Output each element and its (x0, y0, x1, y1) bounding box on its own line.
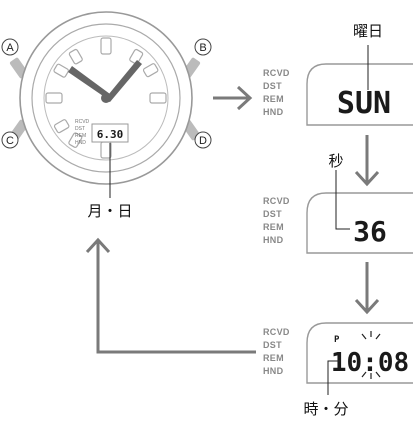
digital-window (91, 123, 129, 143)
button-label-c: C (1, 131, 19, 149)
weekday-callout-label: 曜日 (353, 22, 383, 40)
svg-text:REM: REM (263, 353, 284, 363)
svg-text:REM: REM (263, 94, 284, 104)
svg-text:HND: HND (75, 140, 86, 146)
pm-mark: P (334, 335, 340, 345)
button-label-a: A (1, 38, 19, 56)
svg-text:REM: REM (263, 222, 284, 232)
svg-text:DST: DST (75, 126, 85, 132)
svg-text:HND: HND (263, 107, 284, 117)
svg-text:RCVD: RCVD (263, 327, 290, 337)
date-callout-label: 月・日 (87, 202, 132, 220)
time-value: 10:08 (331, 348, 409, 378)
button-label-d: D (194, 131, 212, 149)
arrow-down-head-1 (354, 170, 380, 187)
digital-date-text: 6.30 (97, 128, 124, 141)
screen-time: RCVD DST REM HND P 10:08 時・分 (263, 322, 413, 418)
svg-text:D: D (199, 135, 207, 147)
hour-hand (68, 66, 110, 98)
hour-markers (45, 37, 167, 159)
svg-text:HND: HND (263, 366, 284, 376)
svg-text:REM: REM (75, 133, 86, 139)
arrow-right-head (236, 85, 253, 111)
watch-illustration: RCVD DST REM HND 6.30 A B C D 月・日 (1, 11, 212, 220)
svg-text:RCVD: RCVD (75, 119, 90, 125)
watch-hands (68, 60, 142, 103)
dial-indicators: RCVD DST REM HND (75, 119, 90, 146)
time-callout-label: 時・分 (303, 400, 348, 418)
screen-weekday-frame (306, 63, 413, 126)
svg-text:DST: DST (263, 81, 282, 91)
svg-text:C: C (6, 135, 14, 147)
arrow-down-head-2 (354, 298, 380, 315)
svg-text:HND: HND (263, 235, 284, 245)
svg-text:A: A (6, 42, 14, 54)
arrow-up-head (85, 237, 111, 254)
svg-text:B: B (199, 42, 206, 54)
svg-text:RCVD: RCVD (263, 68, 290, 78)
screen-seconds: RCVD DST REM HND 36 秒 (263, 152, 413, 254)
time-callout-line (327, 360, 340, 395)
seconds-value: 36 (353, 215, 387, 248)
svg-text:DST: DST (263, 209, 282, 219)
minute-hand (104, 60, 142, 102)
weekday-value: SUN (337, 86, 391, 121)
flow-arrows (85, 85, 380, 354)
svg-text:RCVD: RCVD (263, 196, 290, 206)
screen-weekday: RCVD DST REM HND SUN 曜日 (263, 22, 413, 126)
seconds-callout-line (335, 170, 350, 230)
screen-seconds-frame (306, 192, 413, 254)
seconds-callout-label: 秒 (328, 152, 343, 170)
blink-indicator-icon (361, 331, 381, 379)
arrow-return-path (96, 242, 256, 354)
svg-text:DST: DST (263, 340, 282, 350)
button-label-b: B (194, 38, 212, 56)
screen-time-frame (306, 322, 413, 384)
